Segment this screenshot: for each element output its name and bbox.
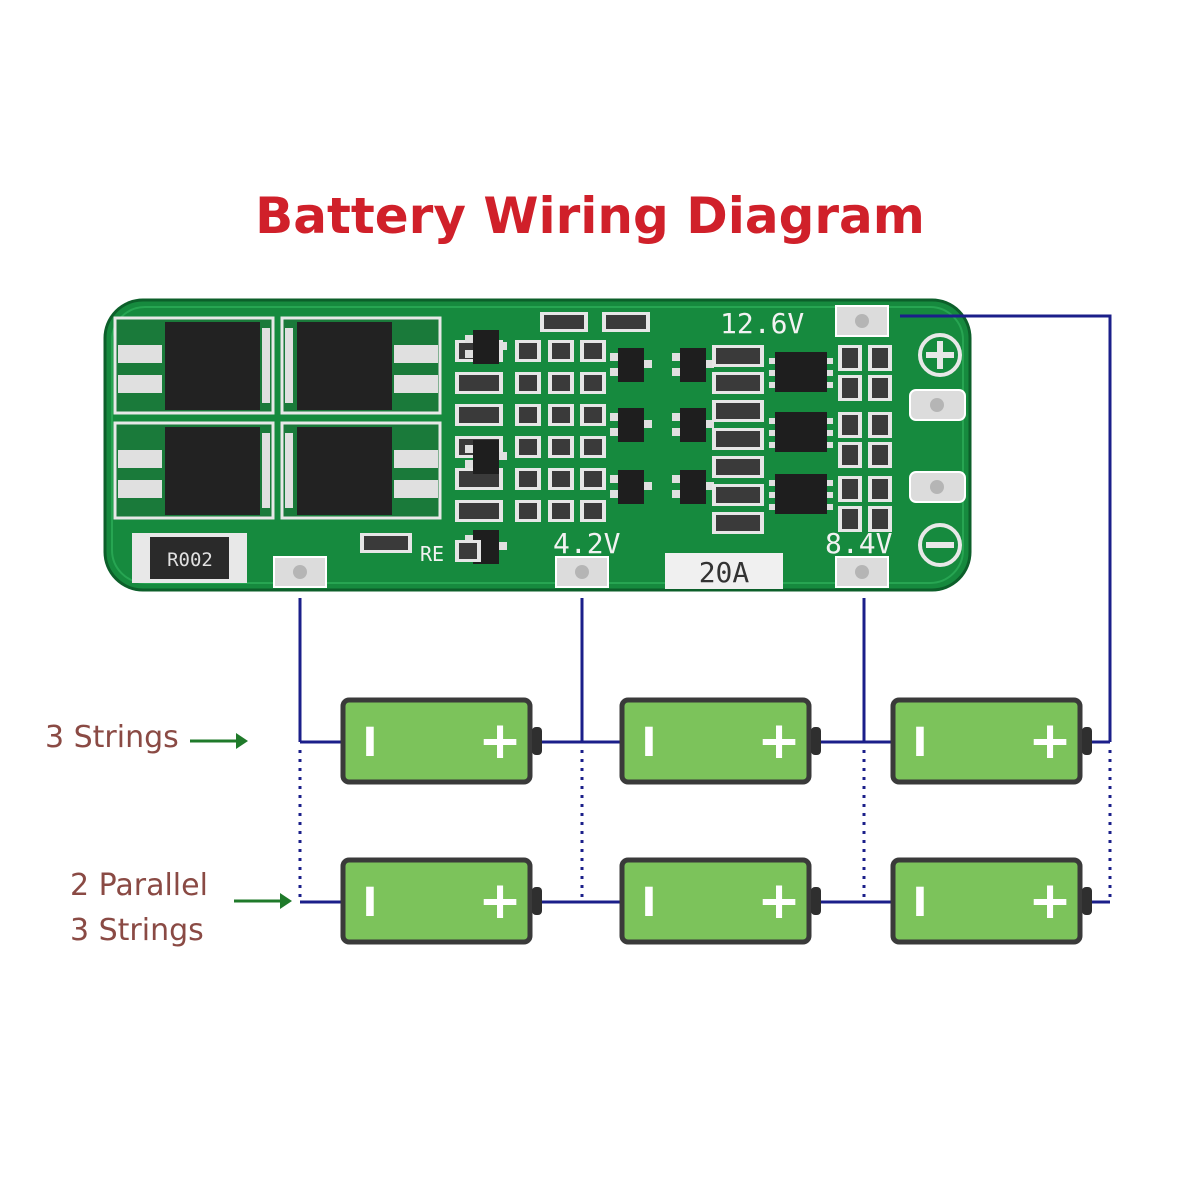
smd-component bbox=[580, 500, 606, 522]
shunt-resistor: R002 bbox=[132, 533, 247, 583]
smd-component bbox=[868, 442, 892, 468]
battery-array: I+I+I+I+I+I+ bbox=[340, 697, 1092, 945]
battery-minus-symbol: I bbox=[913, 880, 928, 926]
smd-component bbox=[548, 404, 574, 426]
smd-component bbox=[548, 436, 574, 458]
transistor bbox=[610, 348, 652, 382]
smd-component bbox=[712, 400, 764, 422]
smd-component bbox=[515, 372, 541, 394]
smd-components bbox=[360, 312, 892, 564]
smd-component bbox=[868, 375, 892, 401]
current-label: 20A bbox=[699, 556, 750, 589]
parallel-links bbox=[298, 750, 1112, 898]
smd-component bbox=[712, 512, 764, 534]
smd-component bbox=[712, 456, 764, 478]
ic-chip bbox=[769, 474, 833, 514]
plus-circle-icon bbox=[918, 333, 962, 377]
smd-component bbox=[868, 506, 892, 532]
smd-component bbox=[602, 312, 650, 332]
smd-component bbox=[548, 340, 574, 362]
battery-minus-symbol: I bbox=[642, 720, 657, 766]
wiring bbox=[298, 314, 1112, 904]
smd-component bbox=[868, 412, 892, 438]
battery-cell: I+ bbox=[619, 857, 821, 945]
smd-component bbox=[712, 484, 764, 506]
transistor bbox=[610, 408, 652, 442]
smd-component bbox=[455, 540, 481, 562]
arrow-right-icon bbox=[234, 893, 292, 909]
smd-component bbox=[838, 412, 862, 438]
smd-component bbox=[455, 372, 503, 394]
row1-annotation: 3 Strings bbox=[45, 720, 248, 755]
battery-plus-symbol: + bbox=[757, 711, 801, 771]
solder-pads bbox=[273, 305, 966, 588]
battery-plus-symbol: + bbox=[1028, 871, 1072, 931]
minus-circle-icon bbox=[918, 523, 962, 567]
re-label: RE bbox=[420, 542, 444, 566]
battery-cell: I+ bbox=[890, 697, 1092, 785]
battery-minus-symbol: I bbox=[363, 880, 378, 926]
smd-component bbox=[515, 468, 541, 490]
smd-component bbox=[548, 372, 574, 394]
transistor bbox=[465, 440, 507, 474]
smd-component bbox=[580, 436, 606, 458]
smd-component bbox=[580, 372, 606, 394]
shunt-label: R002 bbox=[167, 549, 213, 571]
label-4-2v: 4.2V bbox=[553, 527, 621, 560]
smd-component bbox=[515, 500, 541, 522]
mosfet-group bbox=[113, 316, 442, 520]
smd-component bbox=[515, 436, 541, 458]
current-rating-tag: 20A bbox=[665, 553, 783, 589]
battery-plus-symbol: + bbox=[478, 711, 522, 771]
smd-component bbox=[838, 506, 862, 532]
smd-component bbox=[712, 428, 764, 450]
battery-cell: I+ bbox=[619, 697, 821, 785]
transistor bbox=[672, 470, 714, 504]
smd-component bbox=[455, 500, 503, 522]
battery-minus-symbol: I bbox=[913, 720, 928, 766]
diagram-title: Battery Wiring Diagram bbox=[255, 187, 925, 245]
smd-component bbox=[515, 404, 541, 426]
row2-label-line1: 2 Parallel bbox=[70, 868, 208, 903]
smd-component bbox=[515, 340, 541, 362]
smd-component bbox=[712, 372, 764, 394]
smd-component bbox=[360, 533, 412, 553]
smd-component bbox=[455, 404, 503, 426]
smd-component bbox=[838, 345, 862, 371]
bms-board: R002 RE 12.6V 4.2V 8.4V 20A bbox=[103, 298, 972, 592]
battery-plus-symbol: + bbox=[1028, 711, 1072, 771]
smd-component bbox=[868, 476, 892, 502]
smd-component bbox=[838, 442, 862, 468]
ic-chip bbox=[769, 412, 833, 452]
smd-component bbox=[580, 404, 606, 426]
label-8-4v: 8.4V bbox=[825, 527, 893, 560]
ic-chip bbox=[769, 352, 833, 392]
battery-plus-symbol: + bbox=[757, 871, 801, 931]
smd-component bbox=[548, 500, 574, 522]
arrow-right-icon bbox=[190, 733, 248, 749]
smd-component bbox=[580, 340, 606, 362]
row1-label: 3 Strings bbox=[45, 720, 179, 755]
battery-minus-symbol: I bbox=[642, 880, 657, 926]
battery-cell: I+ bbox=[890, 857, 1092, 945]
smd-component bbox=[540, 312, 588, 332]
smd-component bbox=[838, 375, 862, 401]
row2-label-line2: 3 Strings bbox=[70, 913, 204, 948]
transistor bbox=[610, 470, 652, 504]
smd-component bbox=[868, 345, 892, 371]
transistor bbox=[465, 330, 507, 364]
label-12-6v: 12.6V bbox=[720, 307, 804, 340]
battery-plus-symbol: + bbox=[478, 871, 522, 931]
battery-cell: I+ bbox=[340, 857, 542, 945]
transistor bbox=[672, 408, 714, 442]
smd-component bbox=[548, 468, 574, 490]
battery-cell: I+ bbox=[340, 697, 542, 785]
smd-component bbox=[838, 476, 862, 502]
battery-minus-symbol: I bbox=[363, 720, 378, 766]
transistor bbox=[672, 348, 714, 382]
smd-component bbox=[580, 468, 606, 490]
row2-annotation: 2 Parallel 3 Strings bbox=[70, 868, 292, 948]
smd-component bbox=[712, 345, 764, 367]
